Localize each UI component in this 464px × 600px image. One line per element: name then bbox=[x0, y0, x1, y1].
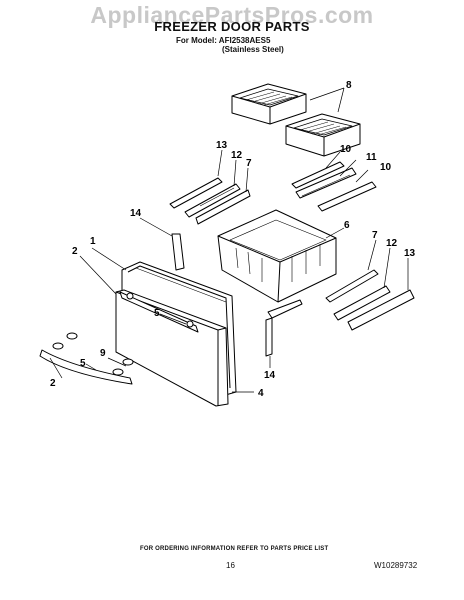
callout-13-left: 13 bbox=[216, 140, 228, 151]
callout-11: 11 bbox=[366, 152, 377, 163]
page-number: 16 bbox=[226, 561, 235, 570]
freezer-basket bbox=[217, 209, 337, 303]
callout-13-right: 13 bbox=[404, 248, 416, 259]
callout-14-lower: 14 bbox=[264, 370, 276, 381]
callout-12-left: 12 bbox=[231, 150, 243, 161]
watermark: AppliancePartsPros.com bbox=[90, 2, 374, 28]
right-upper-rails bbox=[291, 161, 377, 212]
callout-labels: 8 13 12 7 10 11 10 14 6 2 1 7 12 13 5 9 … bbox=[50, 80, 416, 399]
document-code: W10289732 bbox=[374, 561, 418, 570]
callout-1: 1 bbox=[90, 236, 96, 247]
callout-2-upper: 2 bbox=[72, 246, 78, 257]
callout-12-right: 12 bbox=[386, 238, 398, 249]
upper-basket-bottom bbox=[285, 113, 361, 157]
callout-5-lower: 5 bbox=[80, 358, 86, 369]
callout-7-right: 7 bbox=[372, 230, 378, 241]
lower-bracket bbox=[265, 299, 303, 357]
callout-7-left: 7 bbox=[246, 158, 252, 169]
callout-10-lower: 10 bbox=[380, 162, 392, 173]
finish-label: (Stainless Steel) bbox=[222, 45, 284, 54]
exploded-parts-diagram: 8 13 12 7 10 11 10 14 6 2 1 7 12 13 5 9 … bbox=[39, 80, 416, 407]
model-label: For Model: AFI2538AES5 bbox=[176, 36, 271, 45]
callout-14-upper: 14 bbox=[130, 208, 142, 219]
door-handle-upper bbox=[119, 291, 199, 333]
freezer-door bbox=[115, 261, 237, 407]
callout-9: 9 bbox=[100, 348, 106, 359]
upper-basket-top bbox=[231, 83, 307, 125]
left-slide-rails bbox=[169, 177, 251, 225]
callout-8: 8 bbox=[346, 80, 352, 91]
callout-2-lower: 2 bbox=[50, 378, 56, 389]
ordering-note: FOR ORDERING INFORMATION REFER TO PARTS … bbox=[140, 546, 329, 552]
callout-10-upper: 10 bbox=[340, 144, 352, 155]
callout-6: 6 bbox=[344, 220, 350, 231]
lower-handle-assembly bbox=[39, 332, 134, 385]
callout-5-upper: 5 bbox=[154, 308, 160, 319]
left-bracket bbox=[171, 233, 185, 271]
leader-lines bbox=[49, 87, 409, 393]
page-title: FREEZER DOOR PARTS bbox=[154, 19, 310, 34]
right-lower-rails bbox=[325, 269, 415, 331]
callout-4: 4 bbox=[258, 388, 264, 399]
